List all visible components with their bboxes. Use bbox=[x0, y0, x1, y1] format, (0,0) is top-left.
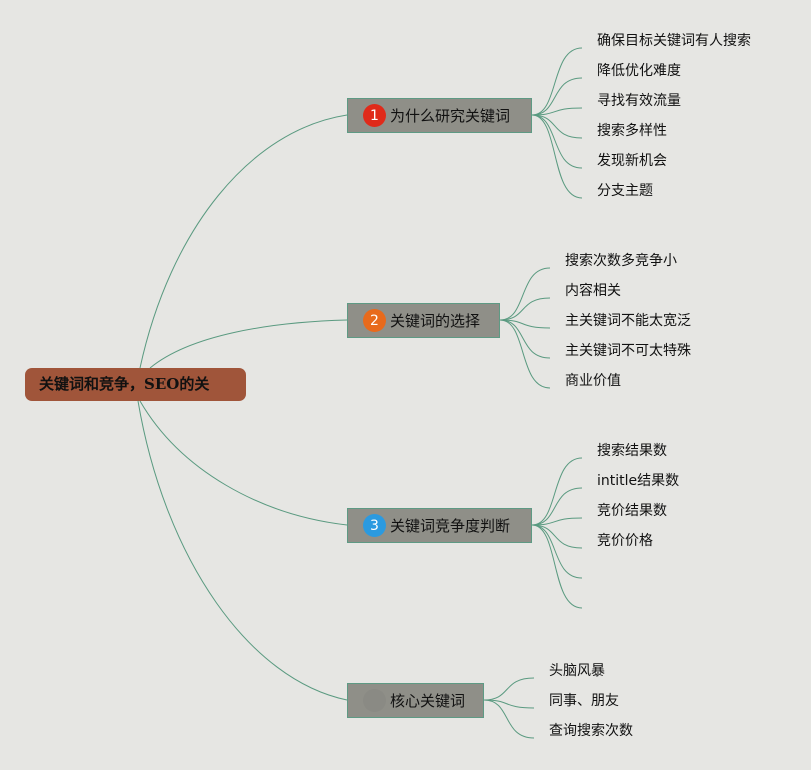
number-2-badge-icon: 2 bbox=[363, 309, 386, 332]
leaf-topic[interactable]: 商业价值 bbox=[565, 373, 621, 389]
leaf-connector bbox=[531, 77, 583, 116]
connector-root-branch-3 bbox=[139, 400, 348, 526]
leaf-connector bbox=[531, 524, 583, 549]
leaf-topic[interactable]: 竞价价格 bbox=[597, 533, 653, 549]
leaf-connector bbox=[483, 677, 535, 701]
root-topic[interactable]: 关键词和竞争，SEO的关 bbox=[25, 368, 246, 401]
leaf-topic[interactable]: 搜索结果数 bbox=[597, 443, 667, 459]
leaf-connectors bbox=[483, 47, 583, 739]
leaf-connector bbox=[531, 47, 583, 116]
leaf-topic[interactable]: 主关键词不可太特殊 bbox=[565, 343, 691, 359]
leaf-topic[interactable]: 竞价结果数 bbox=[597, 503, 667, 519]
leaf-connector bbox=[483, 699, 535, 709]
branch-label: 为什么研究关键词 bbox=[390, 107, 511, 125]
leaf-connector bbox=[531, 487, 583, 526]
leaf-topic[interactable]: 同事、朋友 bbox=[549, 693, 619, 709]
connector-root-branch-2 bbox=[149, 319, 348, 369]
connector-root-branch-4 bbox=[137, 400, 348, 701]
leaf-connector bbox=[531, 517, 583, 526]
leaf-connector bbox=[499, 319, 551, 359]
leaf-connector bbox=[531, 114, 583, 169]
leaf-topic[interactable]: 分支主题 bbox=[597, 183, 653, 199]
leaf-topic[interactable]: 搜索次数多竞争小 bbox=[565, 253, 677, 269]
number-1-badge-icon: 1 bbox=[363, 104, 386, 127]
connector-root-branch-1 bbox=[139, 114, 348, 369]
leaf-connector bbox=[531, 114, 583, 139]
branch-label: 核心关键词 bbox=[390, 692, 466, 710]
branch-why-research-keywords[interactable]: 1 为什么研究关键词 bbox=[347, 98, 532, 133]
leaf-connector bbox=[531, 107, 583, 116]
leaf-topic[interactable]: 降低优化难度 bbox=[597, 63, 681, 79]
leaf-topic[interactable]: 搜索多样性 bbox=[597, 123, 667, 139]
branch-label: 关键词竞争度判断 bbox=[390, 517, 511, 535]
leaf-topic[interactable]: 确保目标关键词有人搜索 bbox=[597, 33, 751, 49]
blank-badge-icon bbox=[363, 689, 386, 712]
leaf-connector bbox=[531, 524, 583, 609]
branch-keyword-selection[interactable]: 2 关键词的选择 bbox=[347, 303, 500, 338]
leaf-connector bbox=[531, 457, 583, 526]
number-3-badge-icon: 3 bbox=[363, 514, 386, 537]
leaf-connector bbox=[483, 699, 535, 739]
leaf-topic[interactable]: intitle结果数 bbox=[597, 473, 680, 489]
branch-label: 关键词的选择 bbox=[390, 312, 481, 330]
leaf-topic[interactable]: 内容相关 bbox=[565, 283, 621, 299]
leaf-topic[interactable]: 头脑风暴 bbox=[549, 663, 605, 679]
leaf-connector bbox=[499, 319, 551, 389]
leaf-topic[interactable]: 查询搜索次数 bbox=[549, 723, 633, 739]
leaf-topic[interactable]: 主关键词不能太宽泛 bbox=[565, 313, 691, 329]
branch-competition-judgement[interactable]: 3 关键词竞争度判断 bbox=[347, 508, 532, 543]
leaf-connector bbox=[499, 319, 551, 329]
leaf-connector bbox=[499, 297, 551, 321]
leaf-connector bbox=[531, 114, 583, 199]
leaf-topic[interactable]: 发现新机会 bbox=[597, 153, 667, 169]
branch-core-keywords[interactable]: 核心关键词 bbox=[347, 683, 484, 718]
leaf-connector bbox=[531, 524, 583, 579]
leaf-topic[interactable]: 寻找有效流量 bbox=[597, 93, 681, 109]
leaf-connector bbox=[499, 267, 551, 321]
